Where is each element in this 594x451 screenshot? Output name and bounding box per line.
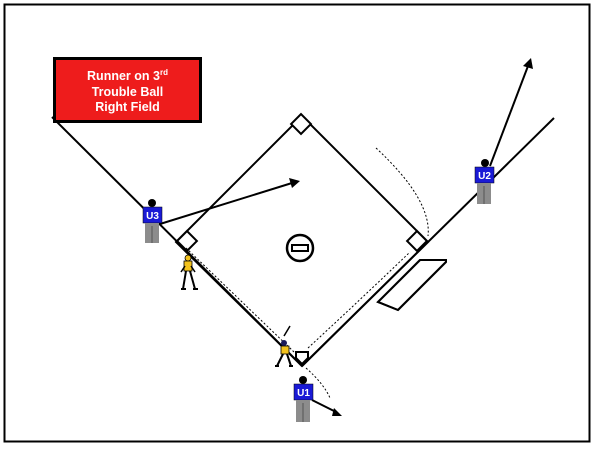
pitchers-rubber	[291, 244, 309, 252]
u2-arrow	[489, 58, 533, 167]
title-line-2: Trouble Ball	[91, 84, 164, 99]
batter-path-home-first	[307, 251, 411, 349]
umpire-u1-label: U1	[297, 388, 310, 399]
third-base	[175, 229, 199, 253]
umpire-u3-figure: U3	[142, 199, 163, 243]
first-base	[405, 229, 429, 253]
umpire-u2-label: U2	[478, 171, 491, 182]
runner-on-third-figure	[180, 254, 198, 290]
u3-arrow	[159, 178, 300, 225]
second-base	[289, 112, 313, 136]
batter-figure	[275, 325, 293, 367]
u1-path	[305, 367, 331, 399]
scenario-title-text: Runner on 3rd Trouble Ball Right Field	[87, 65, 168, 114]
title-line-3: Right Field	[95, 99, 160, 114]
u1-arrow	[311, 399, 342, 416]
umpire-u2-figure: U2	[474, 159, 495, 204]
runner-path-third-home	[185, 247, 295, 353]
title-line-1: Runner on 3rd	[87, 68, 168, 84]
diagram-frame	[3, 3, 591, 443]
umpire-path-arc	[375, 147, 429, 237]
umpire-u3-label: U3	[146, 211, 159, 222]
scenario-title-box: Runner on 3rd Trouble Ball Right Field	[53, 57, 202, 123]
umpire-u1-figure: U1	[293, 376, 314, 422]
home-plate	[295, 351, 309, 366]
